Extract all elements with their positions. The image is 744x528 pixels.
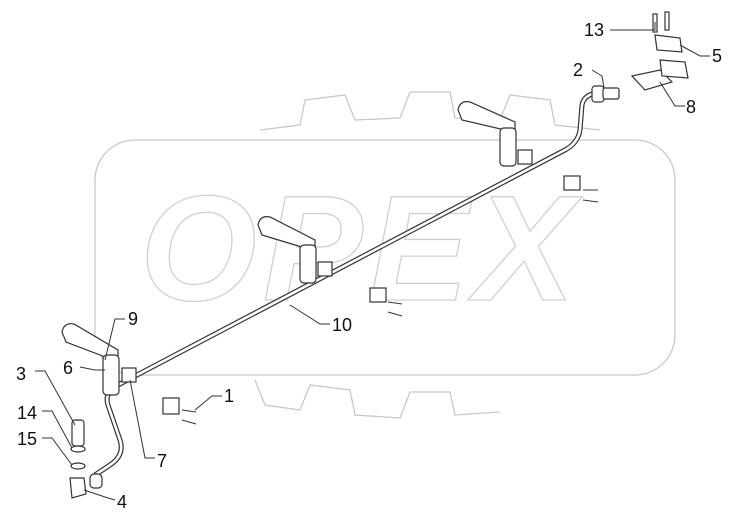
callout-1: 1 — [224, 386, 234, 406]
callout-6: 6 — [63, 358, 73, 378]
bracket-upper — [457, 101, 599, 203]
callout-5: 5 — [712, 46, 722, 66]
union-fitting-2 — [591, 85, 620, 103]
callout-13: 13 — [584, 20, 604, 40]
leader-lines — [35, 22, 710, 501]
callout-9: 9 — [128, 309, 138, 329]
callout-2: 2 — [573, 60, 583, 80]
bracket-9 — [61, 323, 197, 425]
callout-10: 10 — [332, 315, 352, 335]
callout-7: 7 — [157, 451, 167, 471]
callout-15: 15 — [17, 429, 37, 449]
valve-assembly — [69, 419, 103, 499]
clamp-assembly-top — [630, 11, 689, 91]
callout-4: 4 — [117, 492, 127, 512]
callout-3: 3 — [16, 364, 26, 384]
callout-8: 8 — [686, 97, 696, 117]
opex-watermark-logo: OPEX — [94, 91, 676, 419]
bracket-middle — [257, 216, 403, 317]
svg-text:OPEX: OPEX — [140, 164, 583, 332]
callout-14: 14 — [17, 403, 37, 423]
